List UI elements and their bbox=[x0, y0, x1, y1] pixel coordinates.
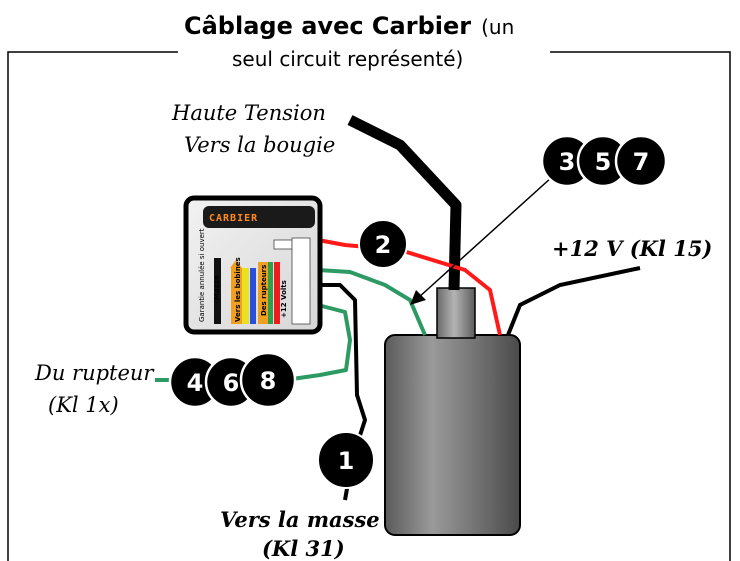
wire-green-rupteur bbox=[284, 303, 352, 382]
module-logo: CARBIER bbox=[209, 213, 258, 224]
strip-orange bbox=[231, 268, 242, 324]
badge-4: 4 bbox=[187, 369, 204, 397]
module-white-strip bbox=[291, 237, 311, 325]
badge-1: 1 bbox=[317, 431, 375, 489]
ignition-coil bbox=[384, 287, 521, 536]
badge-5: 5 bbox=[595, 148, 612, 176]
frame bbox=[7, 51, 731, 561]
high-tension-wire bbox=[347, 115, 462, 291]
diagram-subtitle: seul circuit représenté) bbox=[232, 47, 463, 71]
badge-2: 2 bbox=[358, 219, 408, 269]
label-vers-bougie: Vers la bougie bbox=[184, 133, 335, 157]
carbier-module: CARBIER Garantie annulée si ouvert Masse… bbox=[183, 195, 323, 335]
strip-black bbox=[214, 258, 221, 324]
badge-7: 7 bbox=[633, 148, 650, 176]
strip-red bbox=[274, 262, 280, 324]
module-logo-plate bbox=[203, 206, 315, 228]
svg-text:1: 1 bbox=[338, 447, 355, 475]
strip-yellow bbox=[242, 268, 249, 324]
module-label-rupteurs: Des rupteurs bbox=[260, 265, 268, 316]
strip-green bbox=[268, 262, 273, 324]
label-plus12: +12 V (Kl 15) bbox=[552, 236, 712, 261]
strip-arrow bbox=[230, 260, 242, 268]
module-window bbox=[273, 239, 293, 250]
coil-tower bbox=[436, 287, 476, 339]
module-warranty: Garantie annulée si ouvert bbox=[198, 228, 206, 322]
badge-group-468: 4 6 8 bbox=[168, 351, 297, 409]
badge-6: 6 bbox=[223, 369, 240, 397]
strip-orange-2 bbox=[258, 262, 268, 324]
badge-group-357: 3 5 7 bbox=[540, 134, 668, 188]
label-kl31: (Kl 31) bbox=[262, 536, 345, 561]
strip-blue bbox=[250, 268, 256, 324]
wire-green-coil bbox=[317, 268, 427, 336]
module-label-bobines: Vers les bobines bbox=[234, 257, 242, 322]
svg-text:2: 2 bbox=[375, 231, 392, 259]
label-vers-masse: Vers la masse bbox=[220, 507, 380, 532]
wire-plus12 bbox=[506, 266, 641, 336]
arrow-to-coil bbox=[410, 167, 563, 305]
label-kl1x: (Kl 1x) bbox=[48, 393, 119, 417]
badge-8: 8 bbox=[260, 367, 277, 395]
wire-red bbox=[317, 238, 502, 336]
module-label-masse: Masse bbox=[213, 275, 221, 300]
label-haute-tension: Haute Tension bbox=[171, 101, 326, 125]
badge-3: 3 bbox=[559, 148, 576, 176]
diagram-title: Câblage avec Carbier (un bbox=[184, 12, 514, 40]
module-label-volts: +12 Volts bbox=[280, 280, 288, 318]
label-du-rupteur: Du rupteur bbox=[34, 361, 155, 385]
